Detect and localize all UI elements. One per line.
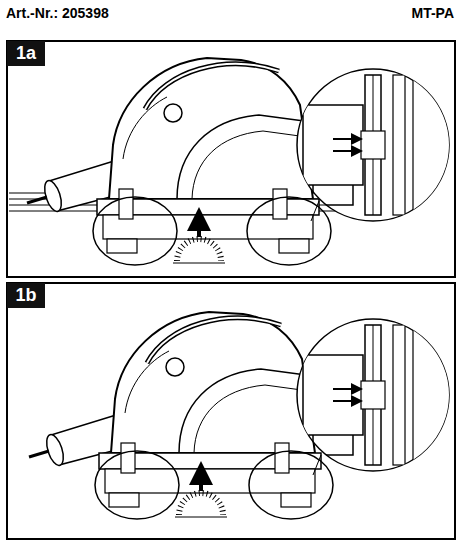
panel-1a — [297, 69, 453, 221]
leader-line — [313, 455, 321, 475]
model-code: MT-PA — [411, 5, 454, 21]
panel-number: 1b — [15, 285, 36, 306]
panel-1b — [7, 283, 455, 539]
panel-tab: 1b — [7, 283, 45, 308]
leader-line — [311, 201, 319, 221]
panel-1a — [7, 41, 455, 277]
panel-1a — [27, 58, 331, 265]
panel-tab: 1a — [7, 41, 45, 66]
article-number: Art.-Nr.: 205398 — [6, 5, 109, 21]
panel-number: 1a — [16, 43, 36, 64]
panel-1b — [297, 319, 453, 471]
panel-1b — [29, 312, 333, 519]
panel-1b — [7, 283, 455, 539]
panel-1a — [7, 41, 455, 277]
